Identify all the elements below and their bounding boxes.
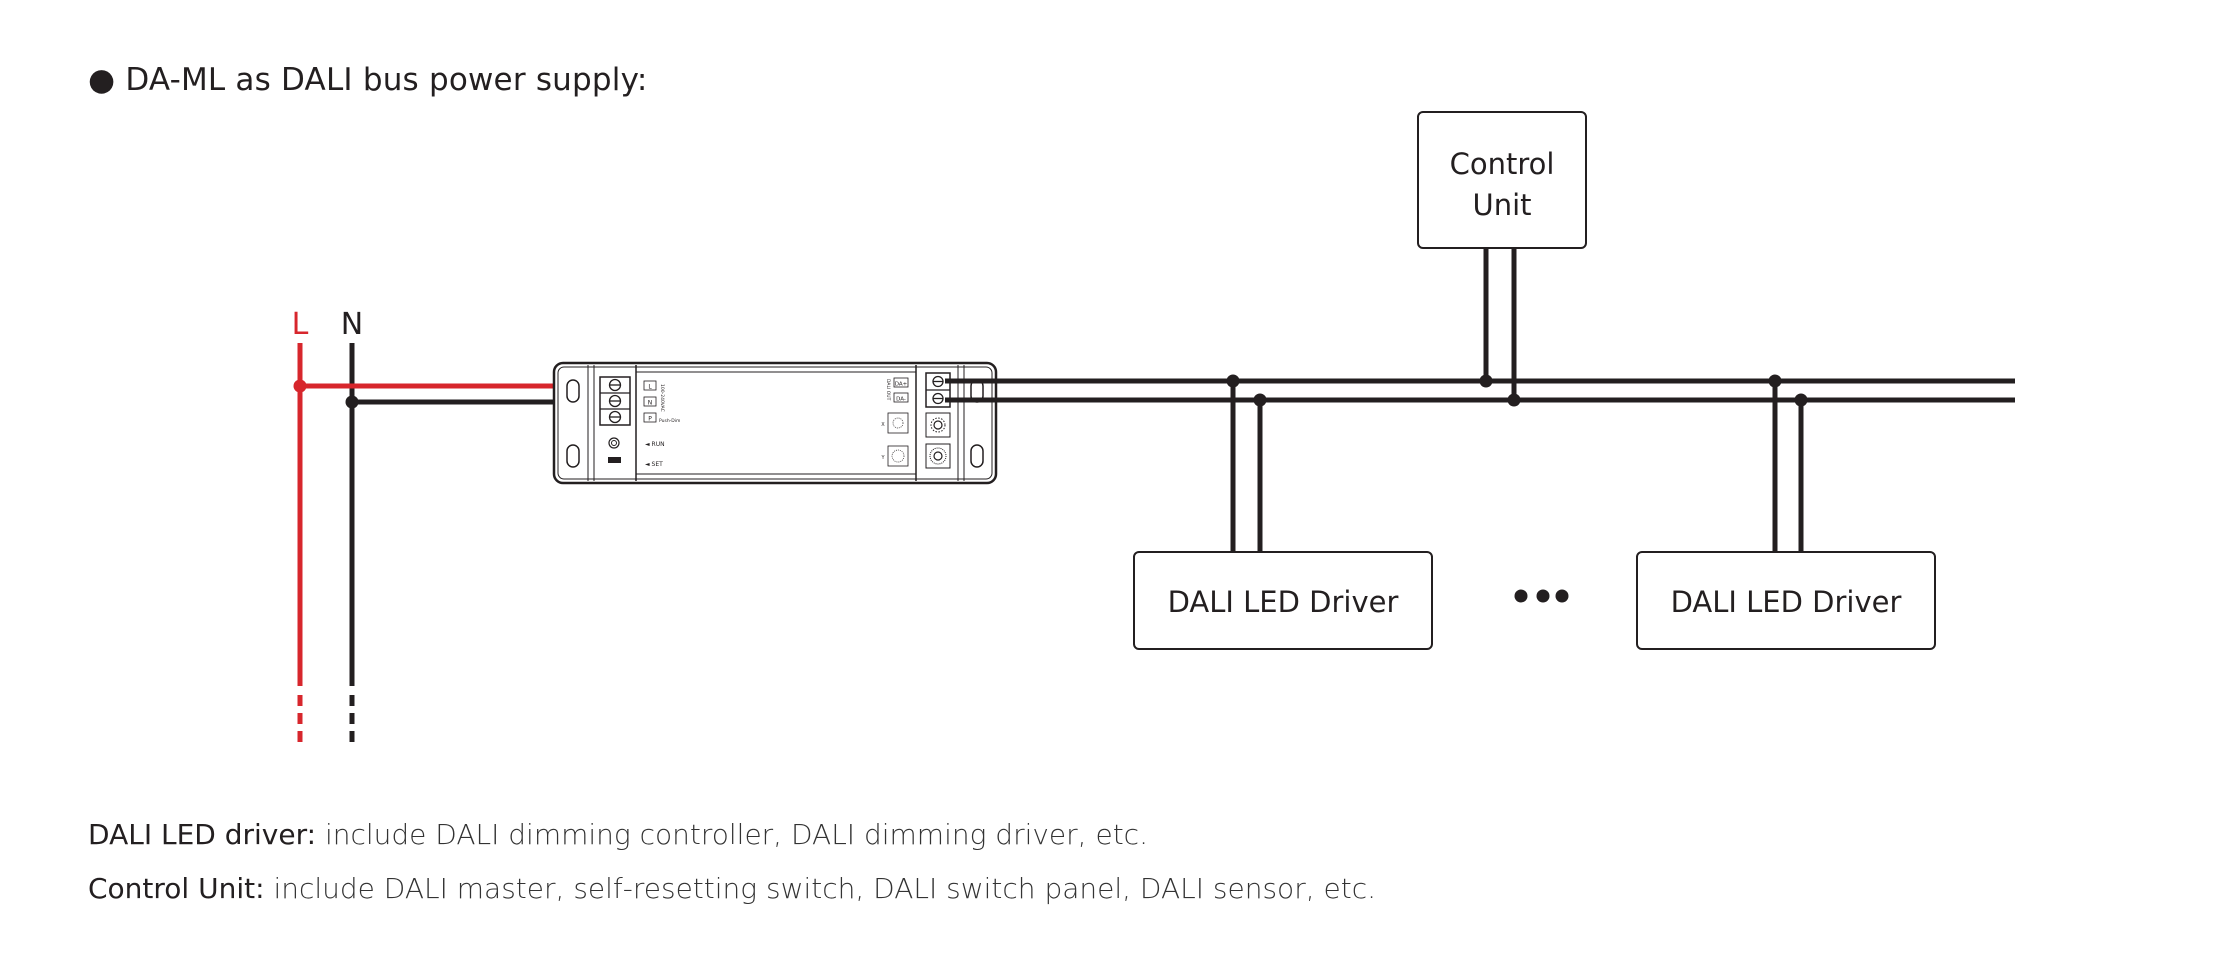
note-key: DALI LED driver: bbox=[88, 818, 317, 851]
run-label: ◄ RUN bbox=[645, 441, 665, 448]
bullet: ● bbox=[88, 62, 116, 98]
push-dim-label: Push-Dim bbox=[659, 418, 680, 424]
ellipsis bbox=[1514, 589, 1569, 603]
terminal-label-box bbox=[643, 412, 657, 423]
control-unit-line2: Unit bbox=[1472, 188, 1531, 222]
note-control-unit: Control Unit: include DALI master, self-… bbox=[88, 872, 1376, 905]
rotary-label-x: X bbox=[881, 422, 885, 428]
control-unit: Control Unit bbox=[1417, 111, 1587, 407]
terminal-label-box bbox=[643, 396, 657, 407]
control-unit-junction-minus bbox=[1507, 393, 1521, 407]
output-label-box bbox=[893, 392, 909, 403]
rotary-switch-y-frame bbox=[925, 443, 951, 469]
note-value: include DALI dimming controller, DALI di… bbox=[316, 818, 1148, 851]
rotary-switch-x-frame bbox=[925, 412, 951, 438]
device-housing bbox=[552, 361, 998, 485]
rotary-switch-x[interactable] bbox=[930, 417, 946, 433]
title-text: DA-ML as DALI bus power supply: bbox=[125, 62, 648, 98]
terminal-label-l: L bbox=[648, 384, 652, 391]
mounting-slot-right-bottom bbox=[970, 444, 984, 468]
control-unit-line1: Control bbox=[1450, 147, 1555, 181]
dali-led-driver-1: DALI LED Driver bbox=[1133, 374, 1433, 650]
driver1-label: DALI LED Driver bbox=[1168, 585, 1399, 619]
output-label-da-plus: DA+ bbox=[895, 382, 908, 388]
set-label: ◄ SET bbox=[645, 461, 663, 468]
driver2-junction-minus bbox=[1794, 393, 1808, 407]
terminal-label-n: N bbox=[648, 400, 653, 407]
terminal-label-box bbox=[643, 380, 657, 391]
rotary-label-y: Y bbox=[880, 455, 885, 461]
dali-bus bbox=[945, 378, 2015, 403]
control-unit-junction-plus bbox=[1479, 374, 1493, 388]
rotary-switch-y[interactable] bbox=[929, 447, 947, 465]
led-indicator-icon bbox=[608, 437, 620, 449]
line-label: L bbox=[292, 307, 309, 342]
rotary-label-x-dial bbox=[892, 417, 904, 429]
rotary-label-y-frame bbox=[887, 445, 909, 467]
rotary-switch-y-knob bbox=[933, 451, 943, 461]
set-button[interactable] bbox=[608, 457, 621, 463]
ellipsis-dot bbox=[1514, 589, 1528, 603]
rotary-label-y-dial bbox=[891, 449, 905, 463]
note-key: Control Unit: bbox=[88, 872, 265, 905]
driver1-junction-plus bbox=[1226, 374, 1240, 388]
mounting-slot-left-top bbox=[566, 379, 580, 403]
note-value: include DALI master, self-resetting swit… bbox=[264, 872, 1377, 905]
output-label-da-minus: DA- bbox=[896, 397, 906, 403]
da-ml-device bbox=[552, 361, 998, 485]
ellipsis-dot bbox=[1555, 589, 1569, 603]
rotary-switch-x-knob bbox=[933, 420, 943, 430]
terminal-label-p: P bbox=[648, 416, 652, 423]
mounting-slot-left-bottom bbox=[566, 444, 580, 468]
dali-out-label: DALI OUT bbox=[885, 379, 891, 401]
output-label-box bbox=[893, 377, 909, 388]
driver2-box bbox=[1636, 551, 1936, 650]
led-indicator-inner bbox=[611, 440, 617, 446]
device-text: L N P 100-240VAC Push-Dim ◄ RUN ◄ SET DA… bbox=[645, 379, 908, 468]
driver2-junction-plus bbox=[1768, 374, 1782, 388]
rotary-label-x-frame bbox=[887, 412, 909, 434]
neutral-junction-dot bbox=[345, 395, 359, 409]
input-rating: 100-240VAC bbox=[659, 384, 665, 412]
driver1-junction-minus bbox=[1253, 393, 1267, 407]
driver2-label: DALI LED Driver bbox=[1671, 585, 1902, 619]
diagram-title: ● DA-ML as DALI bus power supply: bbox=[88, 62, 648, 98]
note-dali-led-driver: DALI LED driver: include DALI dimming co… bbox=[88, 818, 1148, 851]
ellipsis-dot bbox=[1536, 589, 1550, 603]
line-junction-dot bbox=[293, 379, 307, 393]
control-unit-box bbox=[1417, 111, 1587, 249]
driver1-box bbox=[1133, 551, 1433, 650]
dali-led-driver-2: DALI LED Driver bbox=[1636, 374, 1936, 650]
device-housing-inner bbox=[557, 366, 993, 480]
neutral-label: N bbox=[341, 307, 363, 342]
